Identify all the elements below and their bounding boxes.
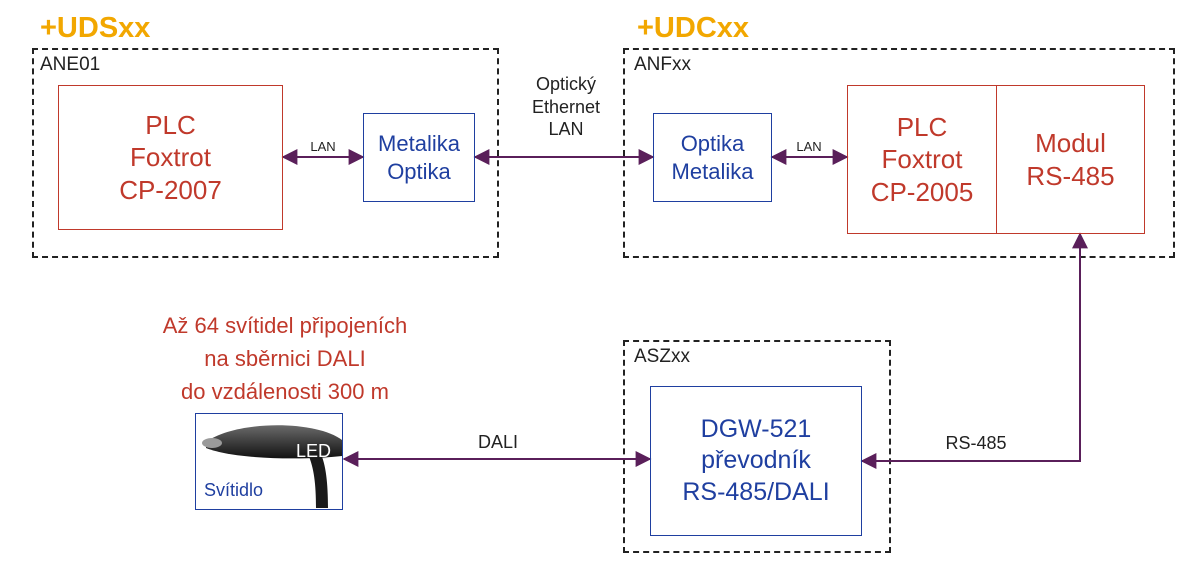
optical-ethernet-label: Optický Ethernet LAN <box>531 74 601 139</box>
enclosure-aszxx-label: ASZxx <box>634 346 690 367</box>
dali-label: DALI <box>477 432 519 452</box>
modul-rs485-box: Modul RS-485 <box>996 85 1145 234</box>
led-label: LED <box>296 441 332 461</box>
location-uds: +UDSxx <box>40 12 151 44</box>
plc-foxtrot-cp2007-box: PLC Foxtrot CP-2007 <box>58 85 283 230</box>
optika-metalika-box: Optika Metalika <box>653 113 772 202</box>
rs485-link <box>860 232 1088 469</box>
rs485-label: RS-485 <box>945 433 1007 453</box>
plc-foxtrot-cp2005-box: PLC Foxtrot CP-2005 <box>847 85 997 234</box>
metalika-optika-box: Metalika Optika <box>363 113 475 202</box>
enclosure-ane01-label: ANE01 <box>40 54 101 75</box>
street-lamp-icon <box>202 425 342 508</box>
luminaire-label: Svítidlo <box>204 480 264 500</box>
lan-label-left: LAN <box>310 139 336 154</box>
luminaire-box: LED Svítidlo <box>195 413 343 510</box>
location-udc: +UDCxx <box>637 12 750 44</box>
dali-capacity-note: Až 64 svítidel připojeních na sběrnici D… <box>162 313 408 404</box>
dgw-521-converter-box: DGW-521 převodník RS-485/DALI <box>650 386 862 536</box>
enclosure-anfxx-label: ANFxx <box>634 54 691 75</box>
lan-label-right: LAN <box>796 139 822 154</box>
